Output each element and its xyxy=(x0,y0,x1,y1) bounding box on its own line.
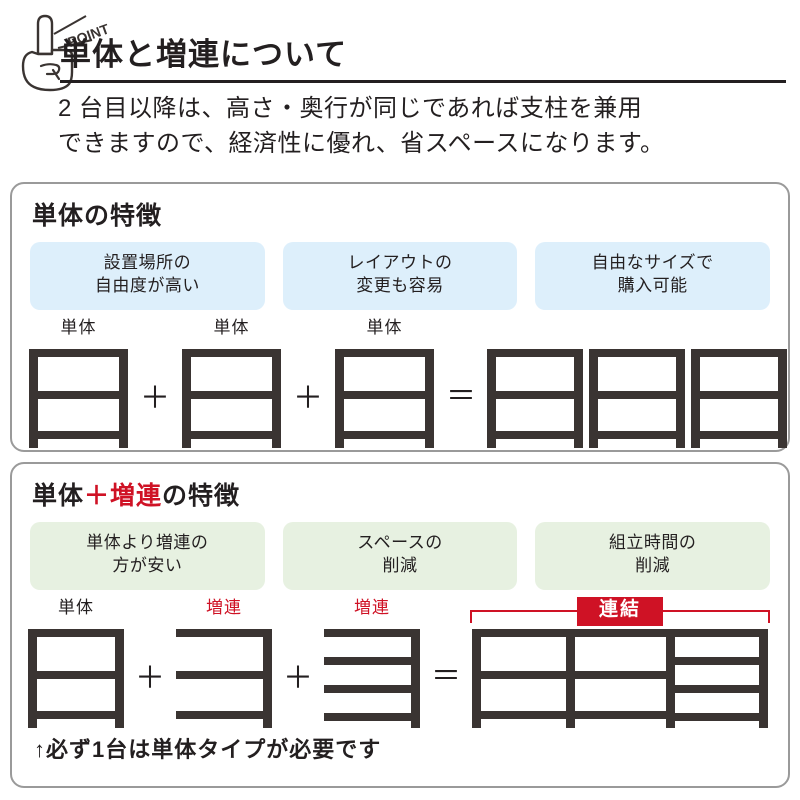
chip-line-1: 設置場所の xyxy=(103,253,192,272)
chip-line-2: 変更も容易 xyxy=(356,275,444,295)
standalone-equation-diagram: 単体 ＋ 単体 xyxy=(26,316,787,448)
standalone-chip-row: 設置場所の 自由度が高い レイアウトの 変更も容易 自由なサイズで 購入可能 xyxy=(30,242,771,310)
chip-line-2: 削減 xyxy=(635,555,671,575)
shelf-standalone-icon xyxy=(691,348,787,448)
chip-line-2: 自由度が高い xyxy=(94,275,200,295)
bracket-tick-left xyxy=(470,609,472,623)
connect-bracket: 連結 xyxy=(470,596,770,626)
panel-title-part-3: の特徴 xyxy=(162,482,241,510)
chip-assembly-time: 組立時間の 削減 xyxy=(535,522,771,590)
shelf-standalone-icon xyxy=(182,348,281,448)
connected-unit-addon-2: 増連 xyxy=(322,599,422,728)
chip-line-2: 購入可能 xyxy=(617,275,688,295)
panel-title-part-1: 単体 xyxy=(32,482,85,510)
plus-operator: ＋ xyxy=(140,381,170,415)
standalone-unit-2: 単体 xyxy=(179,319,284,448)
plus-operator: ＋ xyxy=(293,381,323,415)
panel-title-part-2: 増連 xyxy=(110,482,163,510)
chip-layout-change: レイアウトの 変更も容易 xyxy=(282,242,518,310)
plus-operator: ＋ xyxy=(135,661,165,695)
standalone-unit-3: 単体 xyxy=(332,319,437,448)
lead-line-2: できますので、経済性に優れ、省スペースになります。 xyxy=(58,129,665,157)
connected-unit-standalone: 単体 xyxy=(26,599,126,728)
standalone-result-group xyxy=(485,343,789,448)
panel-connected-features: 単体＋増連の特徴 単体より増連の 方が安い スペースの 削減 組立時間の 削減 … xyxy=(10,462,790,788)
plus-operator: ＋ xyxy=(283,661,313,695)
unit-label: 増連 xyxy=(206,597,242,617)
chip-space-saving: スペースの 削減 xyxy=(282,522,518,590)
chip-line-2: 方が安い xyxy=(112,555,183,575)
title-underline xyxy=(60,80,786,84)
panel-standalone-features: 単体の特徴 設置場所の 自由度が高い レイアウトの 変更も容易 自由なサイズで … xyxy=(10,182,790,452)
panel-standalone-title: 単体の特徴 xyxy=(32,202,163,230)
panel-connected-title: 単体＋増連の特徴 xyxy=(32,476,788,512)
lead-line-1: 2 台目以降は、高さ・奥行が同じであれば支柱を兼用 xyxy=(58,95,643,122)
shelf-standalone-icon xyxy=(487,348,583,448)
equals-operator: ＝ xyxy=(446,379,476,413)
unit-label: 単体 xyxy=(213,317,250,337)
shelf-addon-icon xyxy=(324,628,420,728)
shelf-standalone-icon xyxy=(29,348,128,448)
shelf-addon-icon xyxy=(176,628,272,728)
chip-placement-freedom: 設置場所の 自由度が高い xyxy=(30,242,265,310)
footnote-required-standalone: ↑必ず1台は単体タイプが必要です xyxy=(34,736,382,762)
unit-label: 増連 xyxy=(354,597,390,617)
standalone-unit-1: 単体 xyxy=(26,319,131,448)
equals-operator: ＝ xyxy=(431,659,461,693)
chip-line-1: スペースの xyxy=(357,533,443,552)
unit-label: 単体 xyxy=(58,597,94,617)
chip-line-1: 自由なサイズで xyxy=(591,253,714,272)
lead-paragraph: 2 台目以降は、高さ・奥行が同じであれば支柱を兼用 できますので、経済性に優れ、… xyxy=(58,92,790,162)
chip-line-1: レイアウトの xyxy=(347,253,453,272)
chip-free-size: 自由なサイズで 購入可能 xyxy=(535,242,771,310)
panel-title-plus: ＋ xyxy=(84,482,111,510)
chip-line-2: 削減 xyxy=(382,555,418,575)
unit-label: 単体 xyxy=(366,317,403,337)
connected-chip-row: 単体より増連の 方が安い スペースの 削減 組立時間の 削減 xyxy=(30,522,771,590)
connected-unit-addon-1: 増連 xyxy=(174,599,274,728)
point-hand-icon: POINT xyxy=(8,8,112,96)
page-header: POINT 単体と増連について 2 台目以降は、高さ・奥行が同じであれば支柱を兼… xyxy=(0,0,800,178)
shelf-connected-icon xyxy=(472,628,768,728)
shelf-standalone-icon xyxy=(589,348,685,448)
chip-cheaper-addon: 単体より増連の 方が安い xyxy=(30,522,265,590)
chip-line-1: 単体より増連の xyxy=(86,533,209,552)
bracket-tick-right xyxy=(768,609,770,623)
connected-equation-diagram: 単体 ＋ 増連 xyxy=(26,596,774,728)
chip-line-1: 組立時間の xyxy=(608,533,697,552)
title-block: 単体と増連について xyxy=(60,37,786,84)
unit-label: 単体 xyxy=(60,317,97,337)
connected-result-group: 連結 xyxy=(470,596,770,728)
shelf-standalone-icon xyxy=(335,348,434,448)
page-title: 単体と増連について xyxy=(60,37,348,72)
shelf-standalone-icon xyxy=(28,628,124,728)
connect-badge: 連結 xyxy=(576,596,664,626)
